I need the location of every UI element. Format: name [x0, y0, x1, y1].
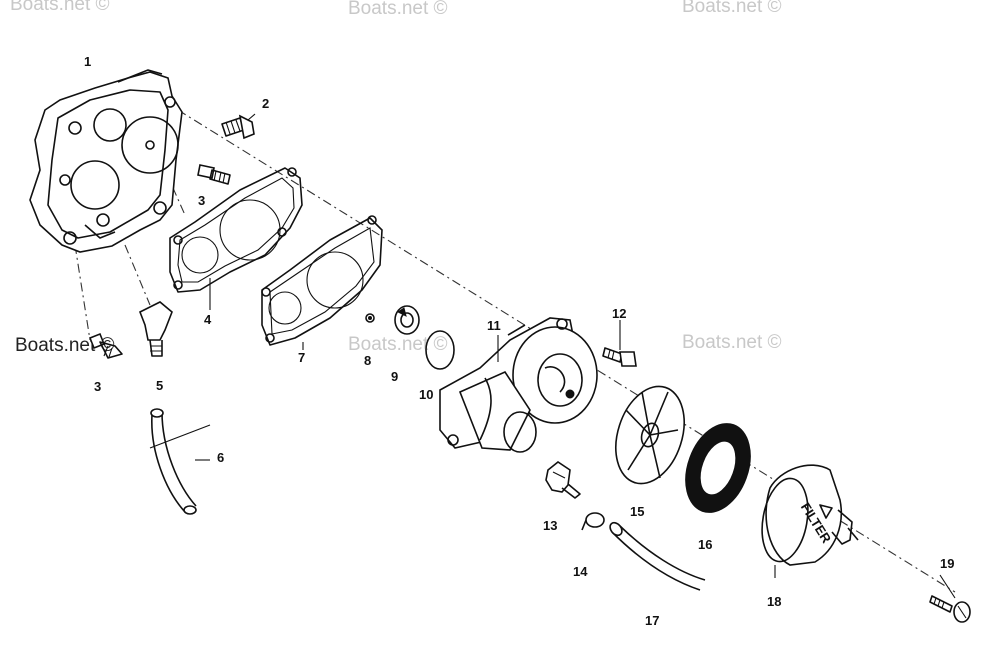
screw-part-3-upper	[197, 164, 231, 185]
callout-2: 2	[262, 96, 269, 111]
axis-line-5	[124, 244, 151, 306]
watermark-top-left: Boats.net ©	[10, 0, 110, 15]
screw-part-3-lower	[88, 332, 123, 359]
watermark-middle: Boats.net ©	[348, 334, 448, 355]
axis-line-3	[74, 244, 91, 341]
callout-3-upper: 3	[198, 193, 205, 208]
screw-part-12	[602, 347, 637, 367]
callout-8: 8	[364, 353, 371, 368]
gasket-part-4	[169, 167, 303, 293]
callout-17: 17	[645, 613, 659, 628]
clip-part-14	[581, 512, 605, 531]
callout-12: 12	[612, 306, 626, 321]
callout-1: 1	[84, 54, 91, 69]
strainer-part-15	[615, 385, 685, 485]
screw-part-19	[929, 595, 971, 623]
callout-15: 15	[630, 504, 644, 519]
callout-9: 9	[391, 369, 398, 384]
watermark-top-right: Boats.net ©	[682, 0, 782, 17]
pump-body-part-1	[29, 69, 183, 253]
hose-part-17	[609, 521, 706, 591]
callout-3-lower: 3	[94, 379, 101, 394]
diaphragm-part-7	[261, 215, 383, 346]
callout-14: 14	[573, 564, 588, 579]
elbow-fitting-part-5	[138, 301, 173, 357]
callout-19: 19	[940, 556, 954, 571]
callout-7: 7	[298, 350, 305, 365]
pump-housing-part-11	[439, 317, 598, 453]
callout-6: 6	[217, 450, 224, 465]
watermark-top-center: Boats.net ©	[348, 0, 448, 19]
watermark-right: Boats.net ©	[682, 332, 782, 353]
callout-5: 5	[156, 378, 163, 393]
filter-cup-part-18: FILTER	[761, 464, 859, 566]
callout-16: 16	[698, 537, 712, 552]
leader-lines	[149, 113, 956, 599]
gasket-ring-part-16	[685, 423, 751, 513]
fitting-part-13	[545, 461, 581, 499]
nut-part-8	[365, 313, 375, 323]
watermark-main: Boats.net ©	[15, 335, 115, 356]
callout-4: 4	[204, 312, 212, 327]
callout-13: 13	[543, 518, 557, 533]
callout-18: 18	[767, 594, 781, 609]
hose-part-6	[150, 408, 197, 515]
valve-part-9	[394, 305, 420, 335]
callout-11: 11	[487, 318, 501, 333]
o-ring-part-10	[425, 330, 455, 370]
callout-10: 10	[419, 387, 433, 402]
